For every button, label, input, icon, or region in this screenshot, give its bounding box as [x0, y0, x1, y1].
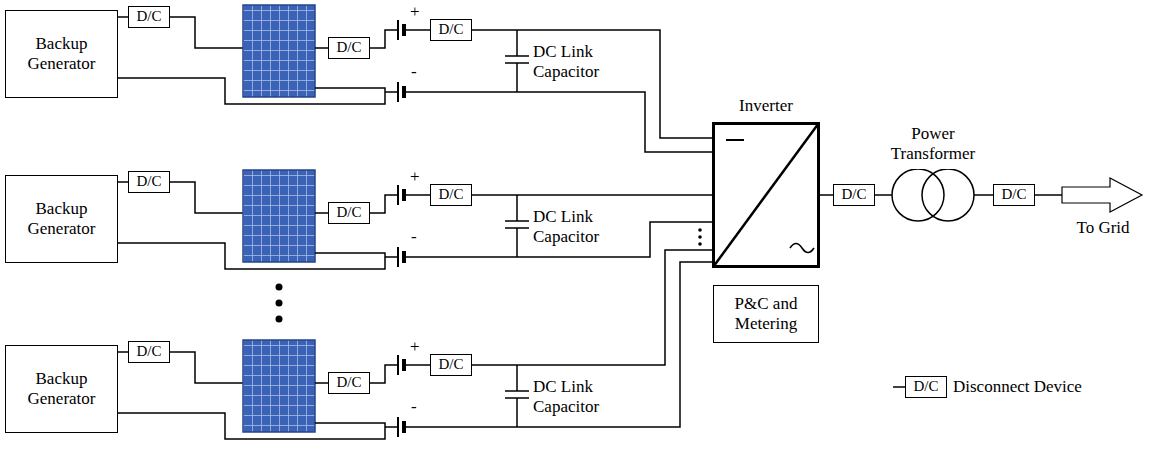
polarity-sign: -: [411, 62, 417, 82]
node-text: P&C and Metering: [714, 294, 818, 333]
disconnect-box: D/C: [993, 184, 1035, 206]
grid-arrow-outline: [1058, 176, 1148, 216]
wire: [875, 194, 892, 196]
disconnect-box: D/C: [128, 341, 170, 363]
polarity-sign: +: [410, 167, 420, 187]
disconnect-box: D/C: [328, 372, 370, 394]
node-text: Power Transformer: [886, 124, 980, 163]
disconnect-box: D/C: [430, 19, 472, 41]
node-text: D/C: [438, 21, 463, 38]
component-label: DC Link Capacitor: [533, 207, 613, 246]
node-text: D/C: [336, 204, 361, 221]
transformer-symbol-outline: [886, 169, 980, 224]
node-text: To Grid: [1058, 218, 1148, 238]
transformer-symbol: Power Transformer: [886, 124, 980, 224]
disconnect-box: D/C: [128, 171, 170, 193]
node-text: Backup Generator: [6, 199, 117, 238]
continuation-dot: [698, 242, 702, 246]
string-row: [115, 170, 529, 269]
disconnect-box: D/C: [430, 354, 472, 376]
generator-box: Backup Generator: [5, 175, 118, 263]
node-text: D/C: [136, 343, 161, 360]
node-text: D/C: [841, 186, 866, 203]
control-box: P&C and Metering: [713, 285, 819, 343]
generator-box: Backup Generator: [5, 345, 118, 433]
node-text: D/C: [438, 186, 463, 203]
disconnect-box: D/C: [833, 184, 875, 206]
node-text: Inverter: [712, 96, 820, 116]
node-text: D/C: [336, 374, 361, 391]
legend-tick: [893, 386, 905, 388]
legend-sample-box: D/C: [905, 376, 947, 398]
polarity-sign: -: [411, 397, 417, 417]
continuation-dot: [698, 235, 702, 239]
wire: [118, 181, 128, 183]
legend-text: Disconnect Device: [953, 377, 1082, 397]
disconnect-box: D/C: [328, 37, 370, 59]
string-row: [115, 340, 529, 439]
node-text: D/C: [438, 356, 463, 373]
string-row: [115, 5, 529, 104]
continuation-dot: [276, 284, 283, 291]
continuation-dot: [698, 228, 702, 232]
disconnect-box: D/C: [430, 184, 472, 206]
node-text: Backup Generator: [6, 34, 117, 73]
wire: [1035, 194, 1062, 196]
polarity-sign: -: [411, 227, 417, 247]
dc-negative-rail: [404, 92, 712, 152]
node-text: Backup Generator: [6, 369, 117, 408]
wire: [472, 194, 712, 196]
wire: [118, 16, 128, 18]
grid-arrow: To Grid: [1058, 176, 1148, 242]
wire: [820, 194, 833, 196]
dc-negative-rail: [404, 262, 712, 427]
disconnect-box: D/C: [328, 202, 370, 224]
wire: [472, 250, 712, 365]
wire: [118, 351, 128, 353]
continuation-dot: [276, 316, 283, 323]
node-text: D/C: [1001, 186, 1026, 203]
node-text: D/C: [913, 378, 938, 395]
inverter-box-outline: [712, 122, 820, 268]
node-text: D/C: [336, 39, 361, 56]
polarity-sign: +: [410, 2, 420, 22]
inverter-box: Inverter: [712, 96, 820, 268]
component-label: DC Link Capacitor: [533, 42, 613, 81]
wire: [974, 194, 993, 196]
continuation-dot: [276, 300, 283, 307]
node-text: D/C: [136, 173, 161, 190]
wire: [472, 30, 712, 138]
disconnect-box: D/C: [128, 6, 170, 28]
generator-box: Backup Generator: [5, 10, 118, 98]
component-label: DC Link Capacitor: [533, 377, 613, 416]
polarity-sign: +: [410, 337, 420, 357]
node-text: D/C: [136, 8, 161, 25]
